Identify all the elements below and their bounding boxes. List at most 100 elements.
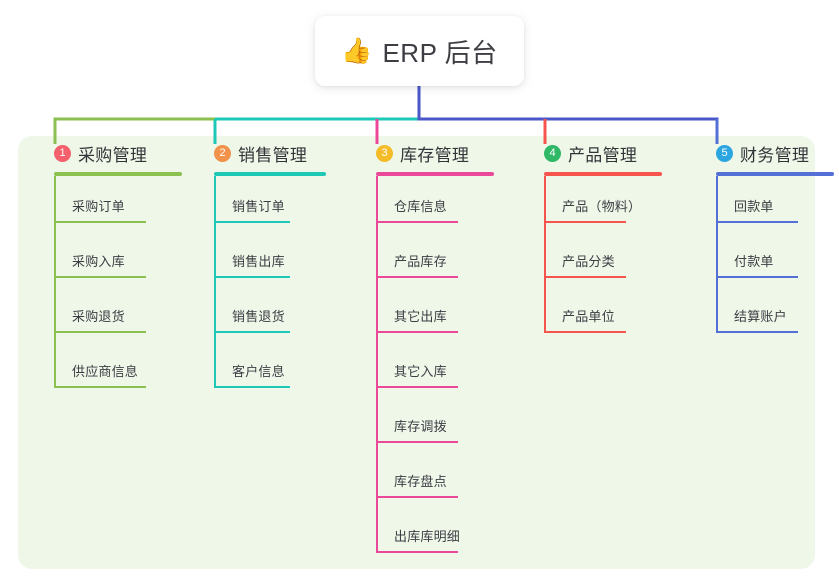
branch-item-underline (54, 221, 146, 223)
branch-item[interactable]: 出库库明细 (358, 506, 526, 561)
branch-title: 销售管理 (238, 145, 308, 165)
root-node-title: ERP 后台 (382, 37, 498, 68)
branch-underline (544, 172, 662, 176)
branch-item-underline (214, 331, 290, 333)
branch-item-underline (376, 386, 458, 388)
branch-item-underline (376, 276, 458, 278)
branch-item[interactable]: 回款单 (698, 176, 838, 231)
branch-item-underline (544, 276, 626, 278)
branch-items-list: 回款单付款单结算账户 (698, 176, 838, 341)
branch-item[interactable]: 产品库存 (358, 231, 526, 286)
branch-item-label: 采购订单 (72, 199, 125, 214)
branch-item-underline (544, 221, 626, 223)
branch-underline (214, 172, 326, 176)
branch-item-underline (214, 276, 290, 278)
branch-item-underline (376, 496, 458, 498)
branch-item-label: 供应商信息 (72, 364, 139, 379)
branch-item[interactable]: 产品（物料） (526, 176, 698, 231)
branch-item-underline (716, 331, 798, 333)
branch-items-list: 采购订单采购入库采购退货供应商信息 (36, 176, 196, 396)
branch-number-badge: 5 (716, 144, 733, 162)
branch-item[interactable]: 销售订单 (196, 176, 358, 231)
branch-item-underline (214, 221, 290, 223)
branch-title: 采购管理 (78, 145, 148, 165)
branch-header-1[interactable]: 1 采购管理 (36, 136, 196, 170)
branch-item-label: 结算账户 (734, 309, 787, 324)
branch-spine (376, 176, 378, 551)
branch-item[interactable]: 产品分类 (526, 231, 698, 286)
branch-item-underline (376, 551, 458, 553)
branch-item-underline (214, 386, 290, 388)
branch-item-label: 仓库信息 (394, 199, 447, 214)
branch-item-underline (54, 331, 146, 333)
branch-title: 产品管理 (568, 145, 638, 165)
branch-item-label: 产品库存 (394, 254, 447, 269)
branch-item-label: 客户信息 (232, 364, 285, 379)
branch-item[interactable]: 其它入库 (358, 341, 526, 396)
branch-item-label: 销售订单 (232, 199, 285, 214)
branch-item-underline (544, 331, 626, 333)
branch-item[interactable]: 客户信息 (196, 341, 358, 396)
branch-item-underline (376, 441, 458, 443)
branch-item[interactable]: 供应商信息 (36, 341, 196, 396)
branch-item-label: 付款单 (734, 254, 774, 269)
branch-item[interactable]: 结算账户 (698, 286, 838, 341)
branch-item[interactable]: 采购退货 (36, 286, 196, 341)
branch-column-3[interactable]: 3 库存管理仓库信息产品库存其它出库其它入库库存调拨库存盘点出库库明细 (358, 136, 526, 561)
branch-underline (716, 172, 834, 176)
branch-spine (716, 176, 718, 331)
branch-title: 库存管理 (400, 145, 470, 165)
branch-item[interactable]: 仓库信息 (358, 176, 526, 231)
branch-column-4[interactable]: 4 产品管理产品（物料） 产品分类产品单位 (526, 136, 698, 341)
branch-item-label: 产品（物料） (562, 199, 642, 214)
branch-item[interactable]: 付款单 (698, 231, 838, 286)
branch-header-5[interactable]: 5 财务管理 (698, 136, 838, 170)
branch-underline (376, 172, 494, 176)
branch-item-underline (376, 331, 458, 333)
branch-item-label: 回款单 (734, 199, 774, 214)
branch-item-label: 库存调拨 (394, 419, 447, 434)
root-node-erp-backend[interactable]: 👍 ERP 后台 (315, 16, 524, 86)
branch-spine (544, 176, 546, 331)
branch-items-list: 仓库信息产品库存其它出库其它入库库存调拨库存盘点出库库明细 (358, 176, 526, 561)
branch-item-underline (716, 221, 798, 223)
branch-underline (54, 172, 182, 176)
branch-item-label: 产品单位 (562, 309, 615, 324)
branch-item-label: 其它入库 (394, 364, 447, 379)
branch-header-3[interactable]: 3 库存管理 (358, 136, 526, 170)
branch-item-label: 出库库明细 (394, 529, 461, 544)
branch-spine (214, 176, 216, 386)
branch-item-underline (54, 386, 146, 388)
branch-number-badge: 2 (214, 144, 231, 162)
branch-item[interactable]: 销售出库 (196, 231, 358, 286)
branch-item[interactable]: 采购入库 (36, 231, 196, 286)
branch-item-label: 销售退货 (232, 309, 285, 324)
branch-number-badge: 3 (376, 144, 393, 162)
branch-columns: 1 采购管理采购订单采购入库采购退货供应商信息 2 销售管理销售订单销售出库销售退货客… (18, 136, 834, 569)
branch-item-label: 采购入库 (72, 254, 125, 269)
branch-item[interactable]: 库存调拨 (358, 396, 526, 451)
branch-column-2[interactable]: 2 销售管理销售订单销售出库销售退货客户信息 (196, 136, 358, 396)
branch-item-label: 其它出库 (394, 309, 447, 324)
branch-item-underline (54, 276, 146, 278)
branch-column-1[interactable]: 1 采购管理采购订单采购入库采购退货供应商信息 (36, 136, 196, 396)
branch-item[interactable]: 产品单位 (526, 286, 698, 341)
branch-items-list: 产品（物料） 产品分类产品单位 (526, 176, 698, 341)
branch-item-label: 库存盘点 (394, 474, 447, 489)
branch-column-5[interactable]: 5 财务管理回款单付款单结算账户 (698, 136, 838, 341)
branch-number-badge: 1 (54, 144, 71, 162)
branch-header-2[interactable]: 2 销售管理 (196, 136, 358, 170)
branch-item-underline (716, 276, 798, 278)
branch-item[interactable]: 销售退货 (196, 286, 358, 341)
branch-item-underline (376, 221, 458, 223)
branch-header-4[interactable]: 4 产品管理 (526, 136, 698, 170)
branch-items-list: 销售订单销售出库销售退货客户信息 (196, 176, 358, 396)
branch-title: 财务管理 (740, 145, 810, 165)
branch-item-label: 产品分类 (562, 254, 615, 269)
branch-item[interactable]: 采购订单 (36, 176, 196, 231)
branch-spine (54, 176, 56, 386)
branch-number-badge: 4 (544, 144, 561, 162)
branch-item[interactable]: 库存盘点 (358, 451, 526, 506)
branch-item[interactable]: 其它出库 (358, 286, 526, 341)
